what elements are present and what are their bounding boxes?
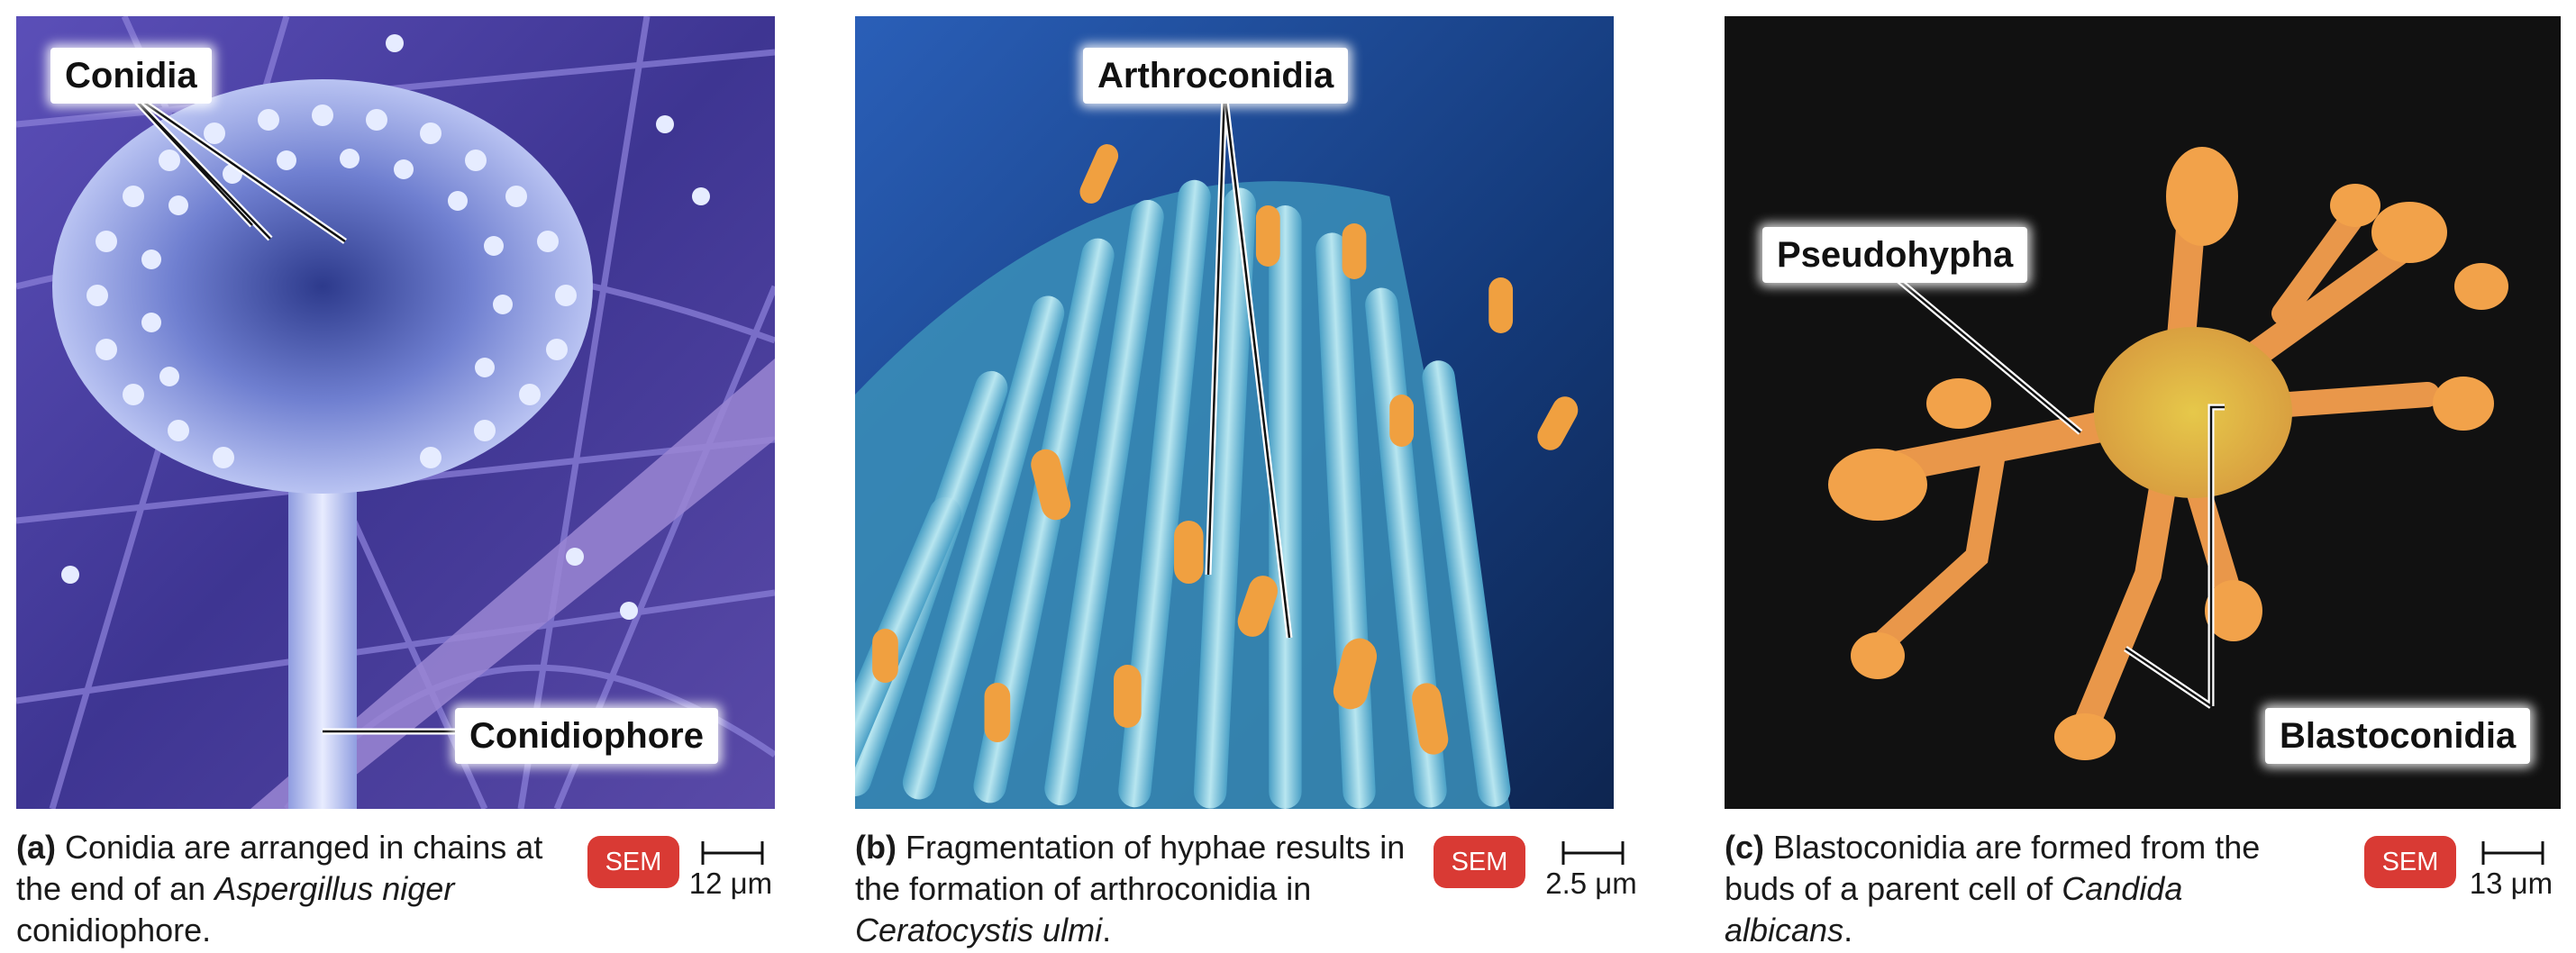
scale-bar-a: 12 μm	[681, 836, 780, 908]
label-conidia: Conidia	[50, 48, 212, 104]
label-conidiophore: Conidiophore	[455, 708, 718, 764]
caption-a: (a) Conidia are arranged in chains at th…	[16, 829, 543, 948]
scale-bar-line	[701, 841, 764, 865]
photo-ceratocystis-ulmi	[855, 16, 1614, 809]
sem-image-c	[1725, 16, 2561, 809]
label-blastoconidia: Blastoconidia	[2265, 708, 2531, 764]
label-pseudohypha: Pseudohypha	[1762, 227, 2028, 283]
caption-c: (c) Blastoconidia are formed from the bu…	[1725, 829, 2261, 948]
scale-bar-line	[1561, 841, 1625, 865]
sem-badge-a: SEM	[587, 836, 679, 888]
scale-label-c: 13 μm	[2469, 867, 2553, 900]
sem-image-a	[16, 16, 775, 809]
caption-b: (b) Fragmentation of hyphae results in t…	[855, 829, 1406, 948]
panel-b: Arthroconidia (b) Fragmentation of hypha…	[855, 0, 1648, 953]
scale-bar-line	[2481, 841, 2544, 865]
sem-badge-b: SEM	[1434, 836, 1525, 888]
panel-a: Conidia Conidiophore (a) Conidia are arr…	[16, 0, 809, 953]
photo-aspergillus-niger	[16, 16, 775, 809]
photo-candida-albicans	[1725, 16, 2561, 809]
sem-image-b	[855, 16, 1614, 809]
leader-lines-a	[123, 87, 471, 735]
leader-lines-c	[1884, 268, 2225, 709]
panel-c: Pseudohypha Blastoconidia (c) Blastoconi…	[1725, 0, 2562, 953]
label-arthroconidia: Arthroconidia	[1083, 48, 1349, 104]
scale-bar-c: 13 μm	[2462, 836, 2561, 908]
scale-label-a: 12 μm	[688, 867, 773, 900]
leader-lines-b	[1205, 91, 1293, 639]
sem-badge-c: SEM	[2364, 836, 2456, 888]
scale-label-b: 2.5 μm	[1545, 867, 1637, 900]
scale-bar-b: 2.5 μm	[1542, 836, 1641, 908]
